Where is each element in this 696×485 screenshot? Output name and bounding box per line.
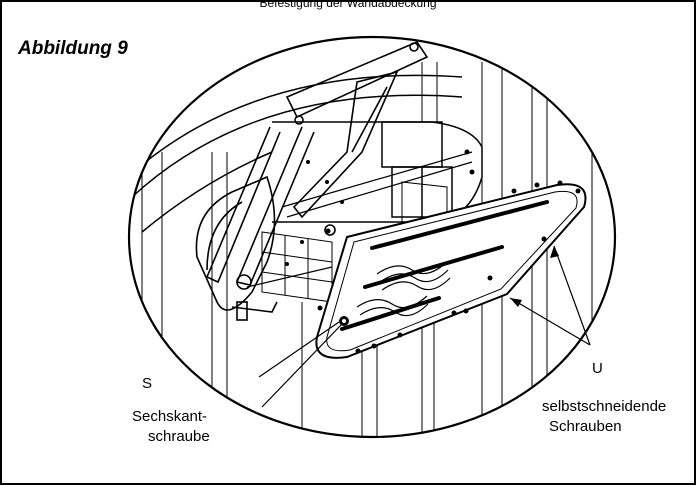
top-rail	[129, 74, 463, 233]
label-s-line1: Sechskant-	[132, 408, 208, 425]
label-u-letter: U	[592, 360, 603, 377]
detail-oval	[127, 35, 617, 439]
label-s-letter: S	[142, 375, 153, 392]
figure-title: Abbildung 9	[18, 38, 128, 59]
cover-plate	[315, 183, 587, 359]
fasteners	[285, 149, 475, 266]
leader-arrowheads	[510, 246, 559, 307]
label-s-line2: schraube	[148, 428, 210, 445]
leader-lines	[258, 245, 591, 408]
a-frame	[205, 41, 429, 286]
top-caption: Befestigung der Wandabdeckung	[259, 0, 437, 10]
support-lever	[195, 175, 278, 321]
guide-rods	[246, 151, 473, 288]
screw-heads	[317, 180, 581, 354]
motor-housing	[272, 121, 483, 223]
label-u-line1: selbstschneidende	[542, 398, 667, 415]
label-u-line2: Schrauben	[549, 418, 622, 435]
